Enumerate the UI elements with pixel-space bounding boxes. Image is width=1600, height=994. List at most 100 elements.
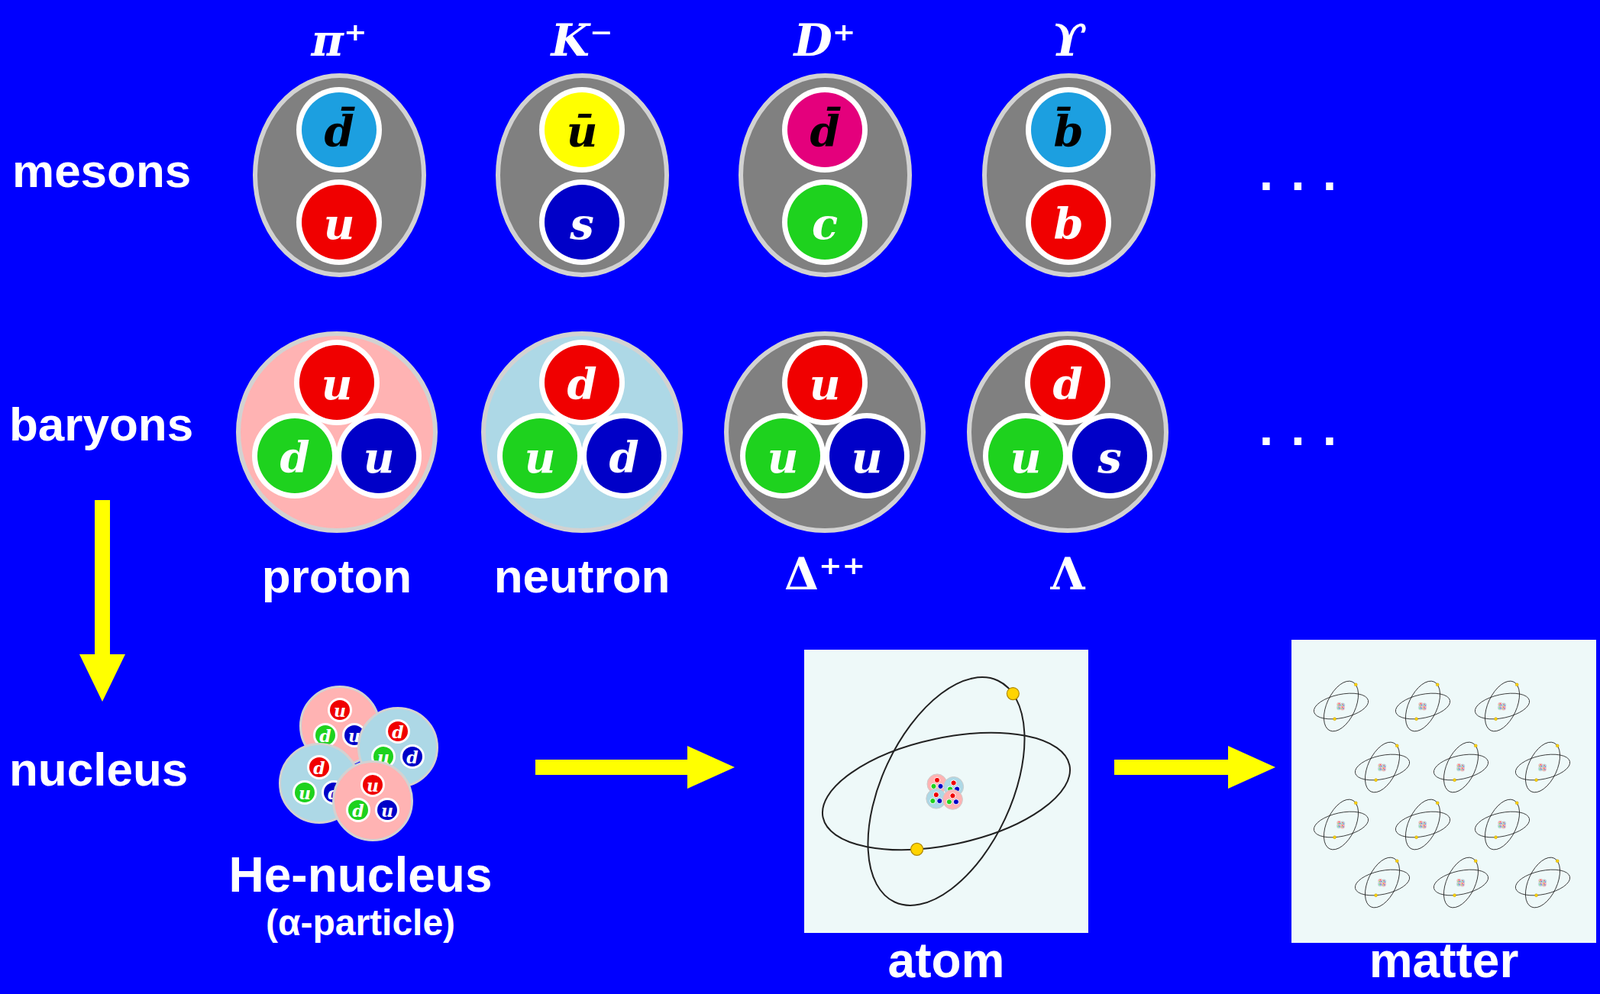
meson-oval [740,75,910,275]
quark-node: d [252,413,338,499]
quark-label: d [319,727,331,745]
quark-ring [252,413,338,499]
circle-node: neutrondud [481,331,683,534]
text-anchor: K⁻ [550,18,613,63]
electron [1494,836,1498,840]
mini-quark [1503,704,1505,706]
circle-node: protonudu [235,331,438,534]
mini-quark [1424,826,1426,828]
mini-nucleon [1422,706,1427,712]
quark-core [745,418,821,494]
mini-quark [1382,884,1384,886]
mini-nucleon [1340,706,1345,712]
mini-quark [930,783,937,789]
mini-quark [953,799,959,805]
quark-label: d [1052,362,1083,406]
electron-orbit [1436,736,1486,799]
quark-ring [296,87,382,173]
mini-quark [1338,703,1341,705]
node-label: He-nucleus [229,850,493,900]
quark-core [1030,345,1106,421]
mini-quark [1419,824,1422,827]
quark-core [1031,92,1106,168]
electron [911,843,924,856]
text-anchor: d [406,749,418,767]
mini-quark [1500,823,1503,825]
quark-ring [581,413,667,499]
mini-quark [1339,823,1342,825]
text-anchor: He-nucleus [229,850,493,900]
text-anchor: b [1053,202,1083,246]
flow-arrow [1114,746,1276,789]
hadron-circle [238,333,436,531]
electron-orbit [1352,749,1412,785]
text-anchor: u [363,436,395,479]
row-label: ... [1259,402,1355,453]
quark-core [301,184,377,260]
quark-label: d [313,759,325,777]
mini-quark [1420,707,1423,710]
quark-core [544,345,620,421]
mini-quark [1543,767,1546,770]
electron-orbit [1477,675,1527,737]
mini-quark [1342,826,1345,828]
quark-label: d [391,724,404,741]
electron [1415,836,1419,840]
quark-ring [782,179,868,266]
quark-label: u [851,436,883,479]
mini-quark [1342,707,1345,710]
electron-orbit [1316,794,1366,856]
quark-node: d [345,798,371,823]
quark-core [787,184,863,260]
text-anchor: D⁺ [794,18,857,63]
electron-orbit [811,713,1081,871]
text-anchor: d [391,724,404,741]
mini-quark [1541,881,1543,883]
text-anchor: u [366,777,379,795]
mini-quark [1461,769,1463,771]
electron-orbit [1477,794,1527,856]
quark-label: u [321,362,353,406]
quark-ring [740,413,826,499]
label-anchor: baryons [9,400,194,449]
quark-node: u [327,698,353,723]
matter-node: matter [1291,640,1597,944]
quark-core [402,746,423,767]
mini-quark [1422,826,1425,828]
quark-node: u [982,413,1069,499]
mini-quark [1540,879,1542,882]
quark-ring [539,179,625,266]
quark-label: u [333,702,346,720]
hadron-circle [969,333,1167,531]
electron [1415,717,1419,721]
label-anchor: mesons [12,147,191,195]
quark-label: u [1010,436,1042,479]
mini-quark [1458,769,1461,771]
text-anchor: π⁺ [310,18,367,63]
electron [1333,836,1337,840]
mini-nucleon [1381,882,1387,888]
quark-ring [1024,339,1111,426]
atom-node: atom [804,649,1089,934]
quark-core [1072,418,1148,494]
quark-label: d [566,362,597,406]
mini-quark [1337,707,1339,710]
electron [1473,744,1478,748]
mini-quark [1341,824,1344,827]
mini-quark [1462,884,1465,886]
quark-core [502,418,578,494]
text-anchor: ū [566,109,598,153]
text-anchor: ϒ [1051,18,1086,63]
text-anchor: u [321,362,353,406]
mini-quark [1338,826,1341,828]
electron-orbit [1316,675,1366,737]
mini-quark [1457,769,1459,771]
quark-label: d̄ [323,109,354,153]
atom-panel [804,649,1089,934]
matter-shape [1291,640,1597,944]
mini-quark [950,793,956,799]
electron-orbit [1472,688,1532,724]
quark-core [257,418,333,494]
quark-ring [307,755,332,780]
quark-node: d [581,413,667,499]
